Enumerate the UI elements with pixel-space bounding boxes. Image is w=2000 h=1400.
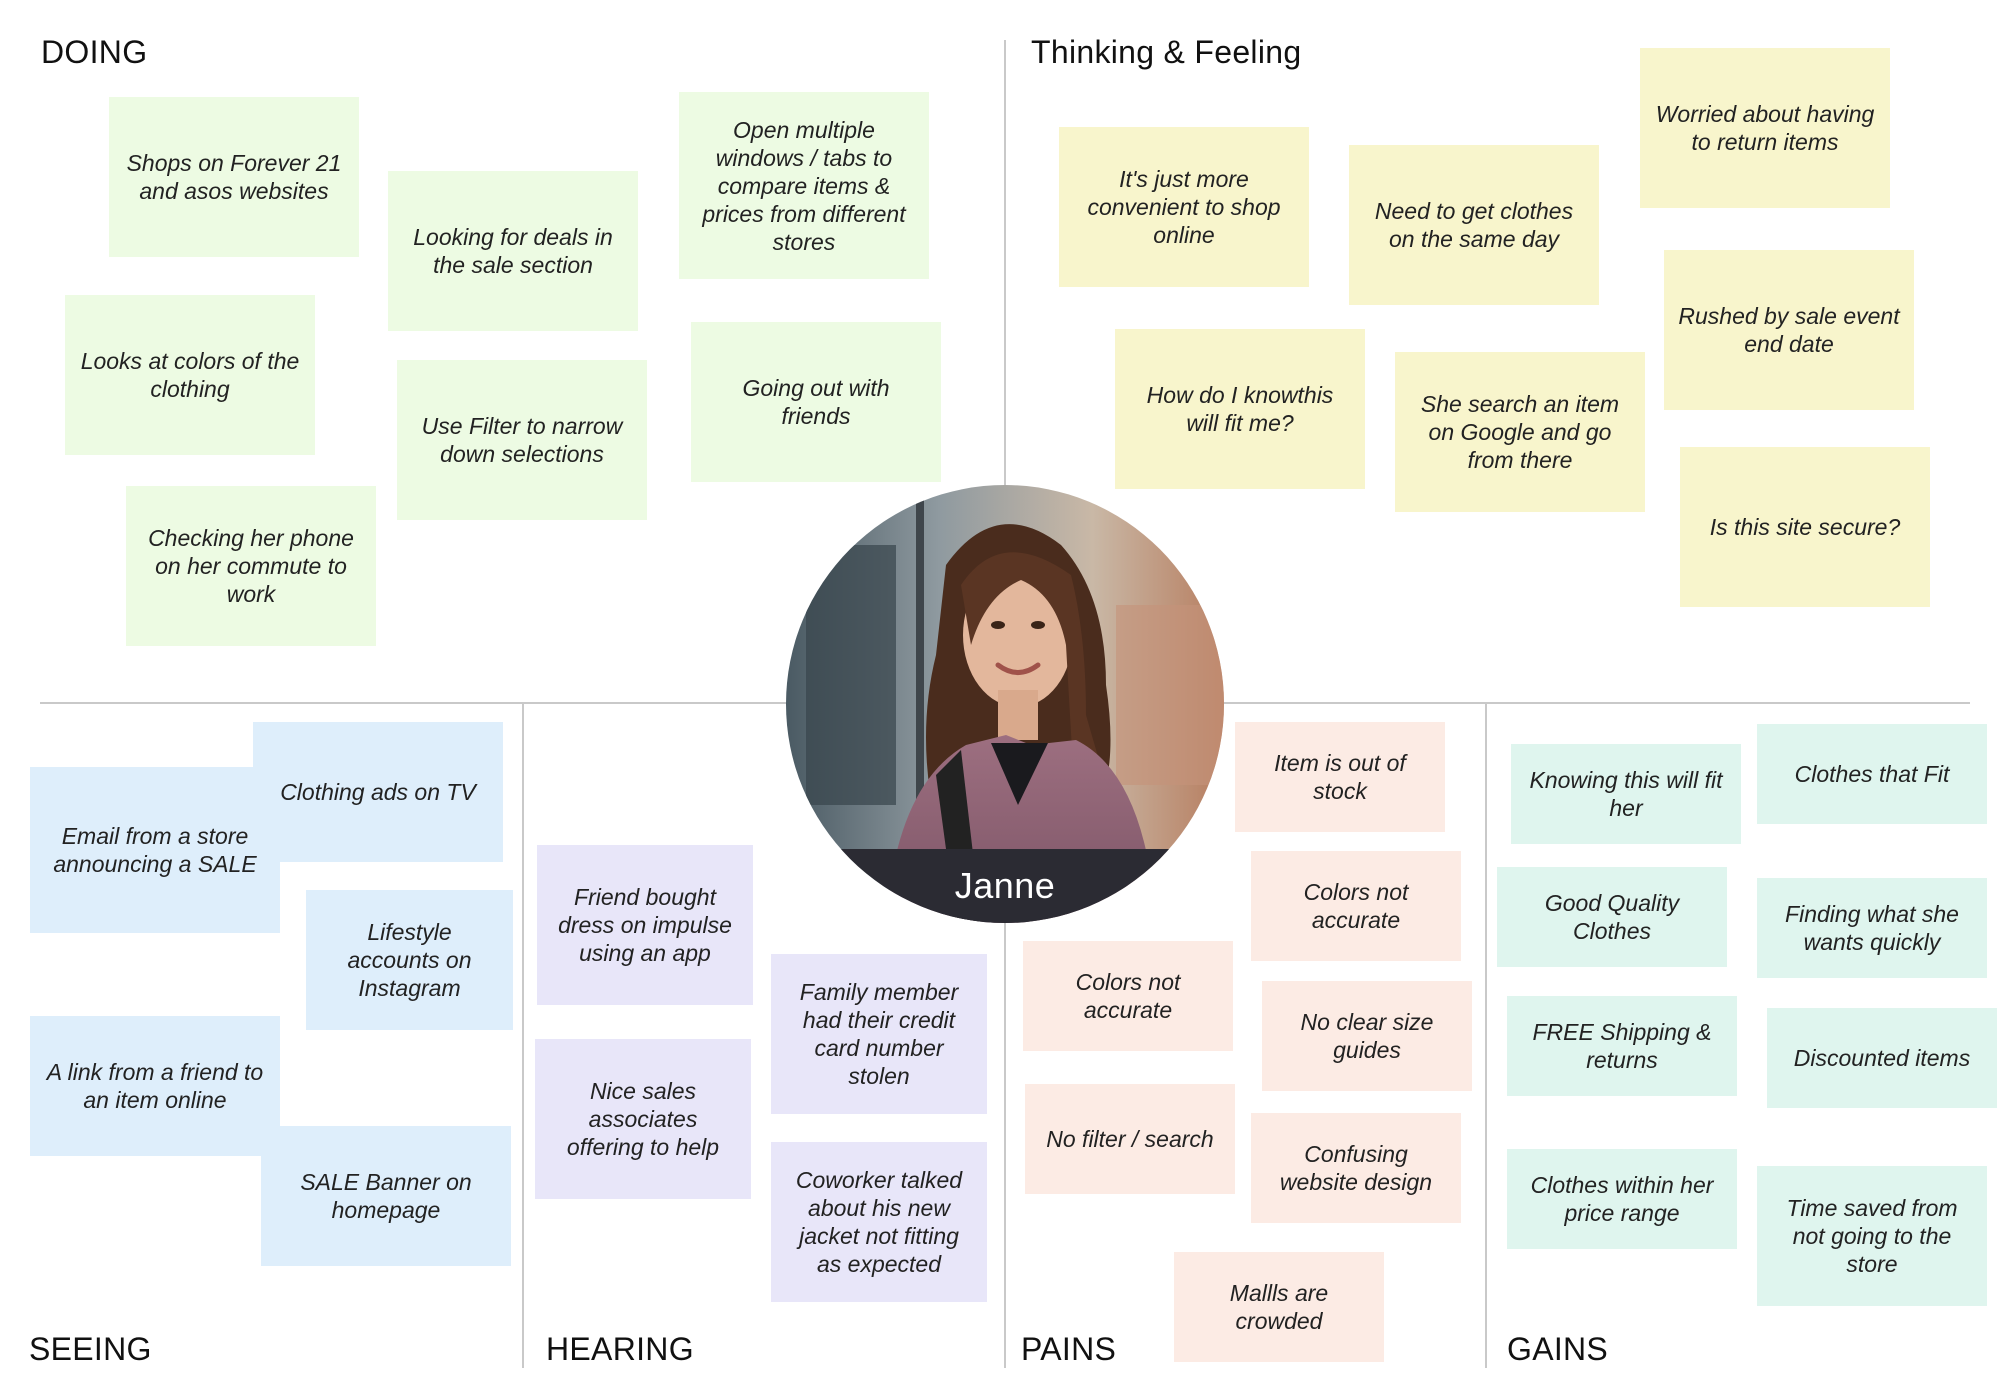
seeing-note[interactable]: Lifestyle accounts on Instagram xyxy=(306,890,513,1030)
doing-note[interactable]: Use Filter to narrow down selections xyxy=(397,360,647,520)
thinking-note[interactable]: Need to get clothes on the same day xyxy=(1349,145,1599,305)
persona-name: Janne xyxy=(954,865,1056,906)
hearing-note[interactable]: Coworker talked about his new jacket not… xyxy=(771,1142,987,1302)
pains-note[interactable]: Colors not accurate xyxy=(1023,941,1233,1051)
doing-note[interactable]: Checking her phone on her commute to wor… xyxy=(126,486,376,646)
thinking-note[interactable]: She search an item on Google and go from… xyxy=(1395,352,1645,512)
seeing-note[interactable]: Email from a store announcing a SALE xyxy=(30,767,280,933)
gains-note[interactable]: Finding what she wants quickly xyxy=(1757,878,1987,978)
hearing-note[interactable]: Family member had their credit card numb… xyxy=(771,954,987,1114)
doing-heading: DOING xyxy=(41,34,148,70)
pains-note[interactable]: No clear size guides xyxy=(1262,981,1472,1091)
thinking-note[interactable]: It's just more convenient to shop online xyxy=(1059,127,1309,287)
seeing-heading: SEEING xyxy=(29,1331,152,1367)
hearing-note[interactable]: Nice sales associates offering to help xyxy=(535,1039,751,1199)
gains-note[interactable]: Time saved from not going to the store xyxy=(1757,1166,1987,1306)
hearing-note[interactable]: Friend bought dress on impulse using an … xyxy=(537,845,753,1005)
doing-note[interactable]: Going out with friends xyxy=(691,322,941,482)
seeing-note[interactable]: SALE Banner on homepage xyxy=(261,1126,511,1266)
gains-note[interactable]: Clothes that Fit xyxy=(1757,724,1987,824)
pains-note[interactable]: Item is out of stock xyxy=(1235,722,1445,832)
doing-note[interactable]: Open multiple windows / tabs to compare … xyxy=(679,92,929,279)
pains-note[interactable]: Mallls are crowded xyxy=(1174,1252,1384,1362)
seeing-note[interactable]: A link from a friend to an item online xyxy=(30,1016,280,1156)
hearing-heading: HEARING xyxy=(546,1331,694,1367)
doing-note[interactable]: Looking for deals in the sale section xyxy=(388,171,638,331)
vertical-divider-pains xyxy=(1004,920,1006,1368)
vertical-divider-hearing xyxy=(522,704,524,1368)
thinking-feeling-heading: Thinking & Feeling xyxy=(1031,34,1302,70)
thinking-note[interactable]: Rushed by sale event end date xyxy=(1664,250,1914,410)
doing-note[interactable]: Shops on Forever 21 and asos websites xyxy=(109,97,359,257)
gains-note[interactable]: Knowing this will fit her xyxy=(1511,744,1741,844)
vertical-divider-gains xyxy=(1485,704,1487,1368)
persona-photo xyxy=(786,485,1224,923)
gains-note[interactable]: Clothes within her price range xyxy=(1507,1149,1737,1249)
gains-note[interactable]: Discounted items xyxy=(1767,1008,1997,1108)
vertical-divider-top xyxy=(1004,40,1006,488)
seeing-note[interactable]: Clothing ads on TV xyxy=(253,722,503,862)
gains-note[interactable]: FREE Shipping & returns xyxy=(1507,996,1737,1096)
persona-avatar: Janne xyxy=(786,485,1224,923)
thinking-note[interactable]: How do I knowthis will fit me? xyxy=(1115,329,1365,489)
pains-heading: PAINS xyxy=(1021,1331,1117,1367)
thinking-note[interactable]: Is this site secure? xyxy=(1680,447,1930,607)
gains-note[interactable]: Good Quality Clothes xyxy=(1497,867,1727,967)
pains-note[interactable]: Confusing website design xyxy=(1251,1113,1461,1223)
pains-note[interactable]: No filter / search xyxy=(1025,1084,1235,1194)
thinking-note[interactable]: Worried about having to return items xyxy=(1640,48,1890,208)
gains-heading: GAINS xyxy=(1507,1331,1609,1367)
doing-note[interactable]: Looks at colors of the clothing xyxy=(65,295,315,455)
pains-note[interactable]: Colors not accurate xyxy=(1251,851,1461,961)
